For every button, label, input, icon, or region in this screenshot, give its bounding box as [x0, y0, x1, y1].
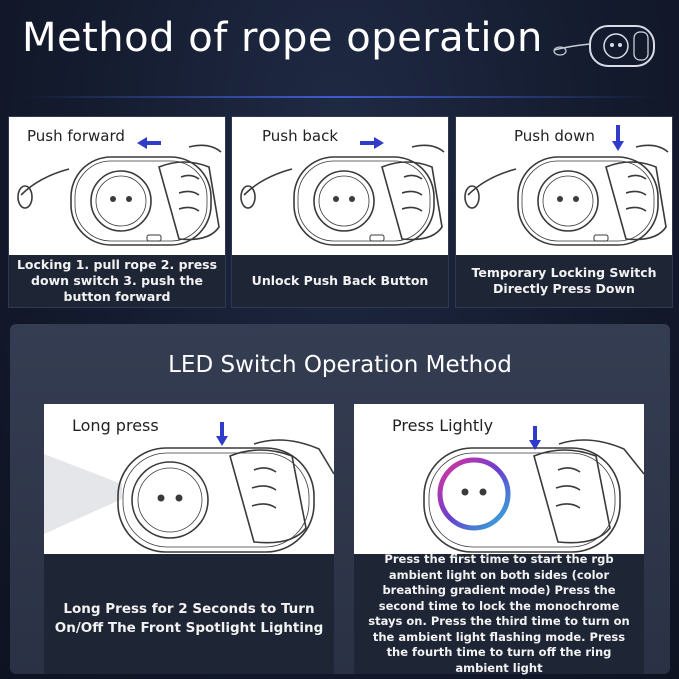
panel-title: LED Switch Operation Method [168, 352, 512, 378]
left-arrow-icon [137, 137, 161, 149]
card-caption: Long Press for 2 Seconds to Turn On/Off … [54, 601, 324, 636]
card-label: Push down [514, 127, 595, 145]
down-arrow-icon [612, 125, 624, 151]
push-down-illustration: Push down [456, 117, 672, 255]
card-caption: Press the first time to start the rgb am… [368, 552, 630, 675]
title-divider [22, 96, 657, 98]
down-arrow-icon [529, 426, 541, 450]
long-press-illustration: Long press [44, 404, 334, 554]
card-label: Push forward [27, 127, 125, 145]
push-forward-card: Push forward Locking 1. pull rope 2. pre… [8, 116, 226, 308]
press-lightly-card: Press Lightly Press the first time to st… [354, 404, 644, 675]
press-lightly-illustration: Press Lightly [354, 404, 644, 554]
push-back-illustration: Push back [232, 117, 448, 255]
push-down-card: Push down Temporary Locking Switch Direc… [455, 116, 673, 308]
right-arrow-icon [360, 137, 384, 149]
down-arrow-icon [216, 422, 228, 446]
card-label: Press Lightly [392, 416, 494, 435]
page-title: Method of rope operation [22, 15, 543, 61]
card-caption: Temporary Locking Switch Directly Press … [471, 265, 657, 296]
card-caption: Locking 1. pull rope 2. press down switc… [16, 257, 218, 304]
card-label: Push back [262, 127, 339, 145]
card-caption: Unlock Push Back Button [251, 273, 429, 288]
push-forward-illustration: Push forward [9, 117, 225, 255]
led-switch-panel: LED Switch Operation Method L [10, 324, 670, 675]
push-back-card: Push back Unlock Push Back Button [231, 116, 449, 308]
leash-device-icon [553, 25, 655, 67]
long-press-card: Long press Long Press for 2 Seconds to T… [44, 404, 334, 674]
card-label: Long press [72, 416, 159, 435]
